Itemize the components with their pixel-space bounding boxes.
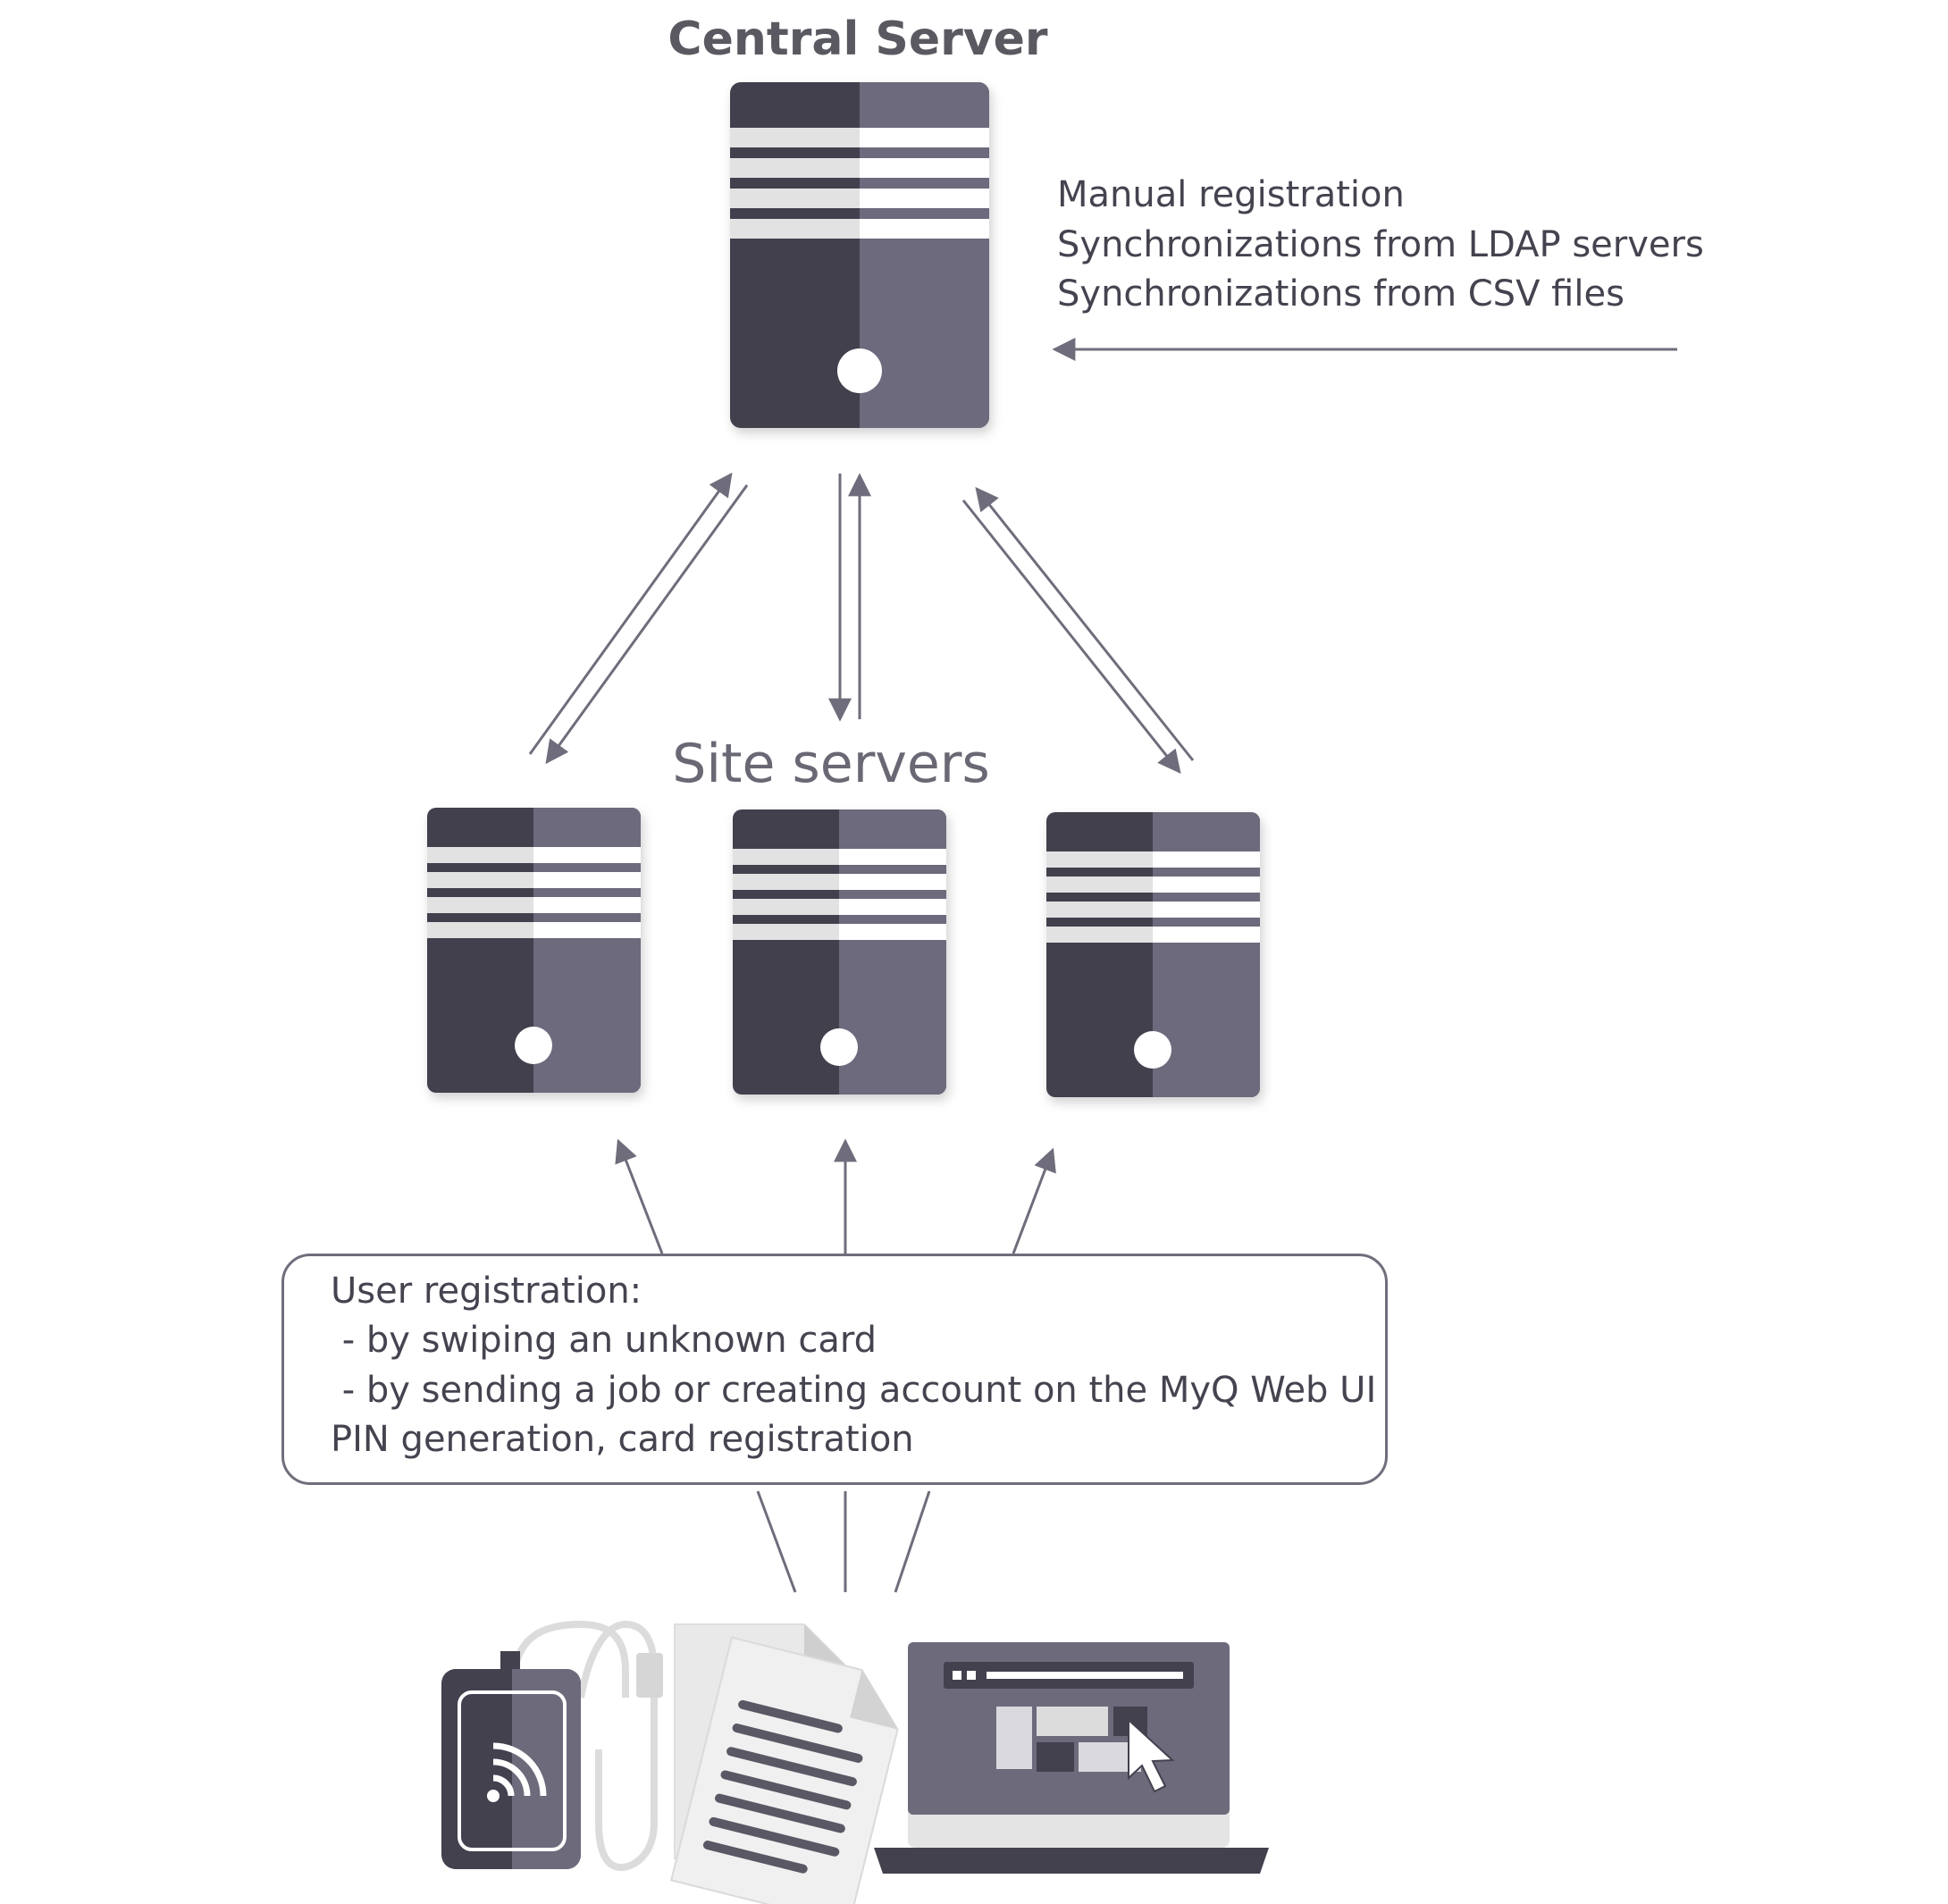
card-reader-icon (441, 1620, 663, 1872)
registration-source-manual: Manual registration (1057, 174, 1405, 215)
sync-arrows (528, 472, 1195, 775)
documents-icon (670, 1623, 899, 1904)
pin-card-registration: PIN generation, card registration (331, 1419, 914, 1460)
user-registration-heading: User registration: (331, 1271, 642, 1312)
site-server-icon-1 (427, 808, 641, 1093)
central-server-icon (730, 82, 989, 428)
site-servers-title: Site servers (672, 733, 990, 795)
registration-source-csv: Synchronizations from CSV files (1057, 273, 1625, 315)
laptop-web-ui-icon (874, 1642, 1269, 1874)
device-connector-lines (756, 1490, 931, 1593)
user-registration-card-swipe: - by swiping an unknown card (331, 1320, 877, 1361)
user-registration-web-ui: - by sending a job or creating account o… (331, 1370, 1377, 1411)
central-server-title: Central Server (668, 13, 1048, 66)
registration-to-site-arrows (615, 1138, 1056, 1254)
site-server-icon-3 (1046, 812, 1260, 1097)
registration-source-ldap: Synchronizations from LDAP servers (1057, 224, 1704, 265)
site-server-icon-2 (733, 809, 946, 1095)
user-registration-box (281, 1254, 1388, 1485)
